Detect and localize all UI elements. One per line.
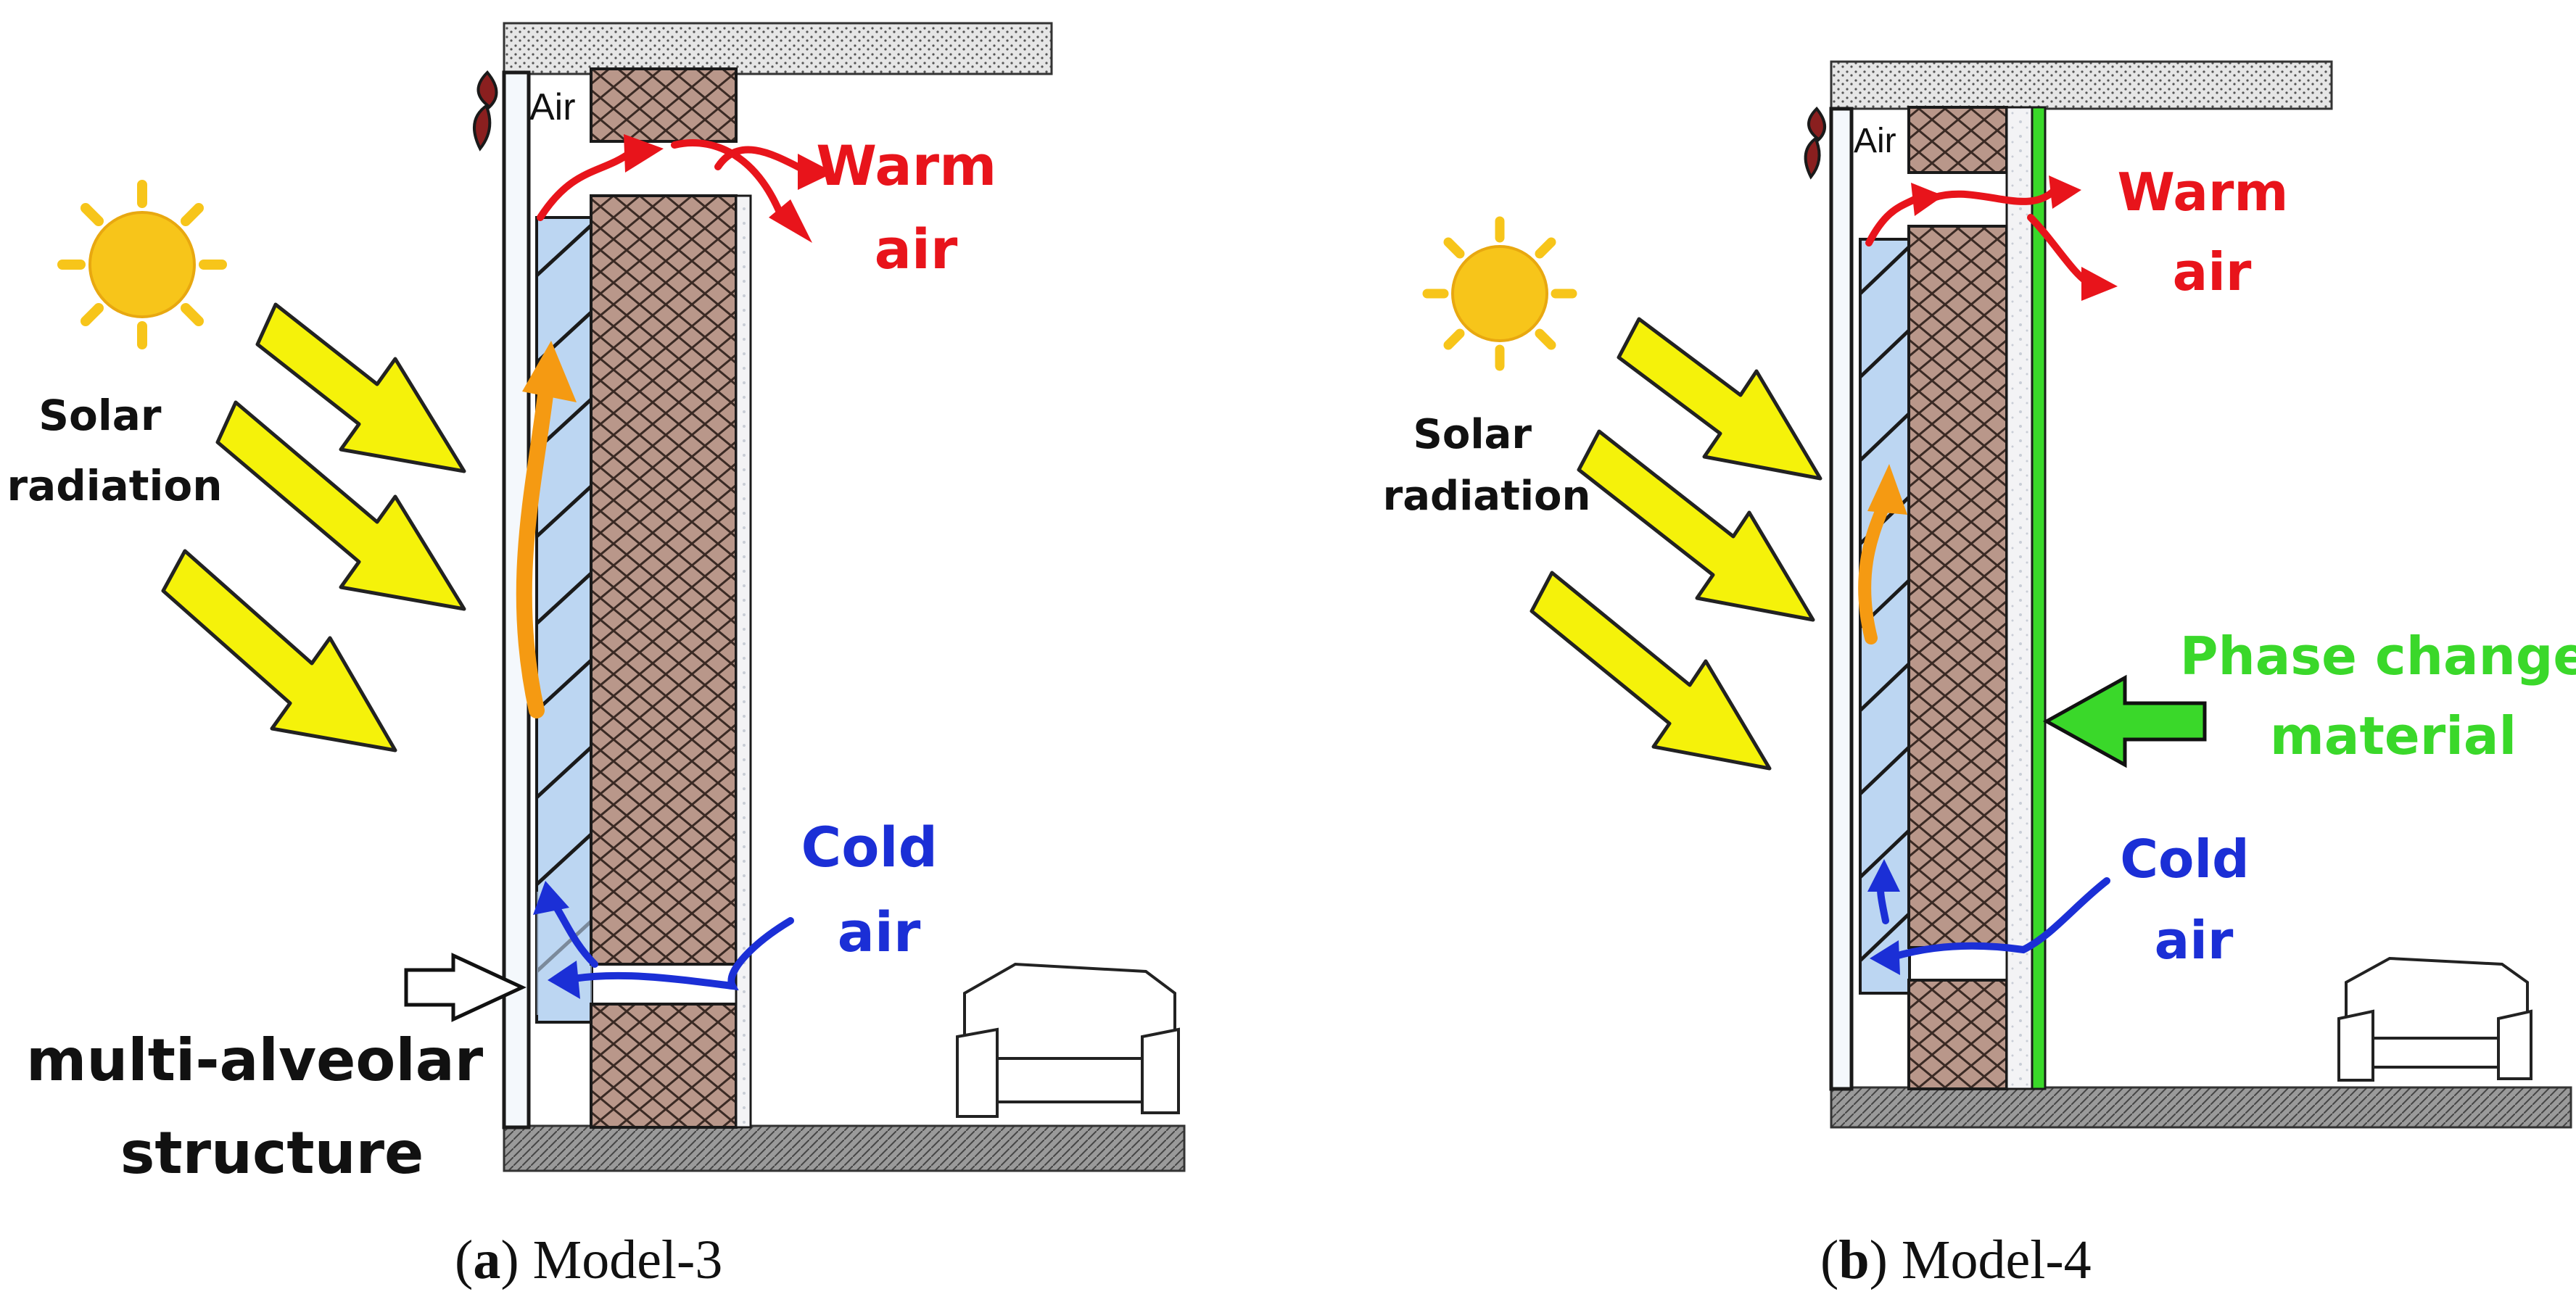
air-small-label: Air bbox=[529, 86, 576, 128]
pcm-layer bbox=[2031, 106, 2047, 1090]
solar-arrow-icon bbox=[215, 400, 466, 611]
panel-b: Air bbox=[1383, 60, 2576, 1290]
ceiling-slab bbox=[503, 22, 1053, 75]
sun-icon bbox=[57, 180, 227, 349]
solar-arrow-icon bbox=[1617, 317, 1822, 481]
solar-radiation-label: Solar radiation bbox=[1383, 411, 1591, 520]
warm-air-arrows bbox=[537, 139, 809, 225]
caption-b: (b) Model-4 bbox=[1820, 1230, 2092, 1290]
solar-arrow-icon bbox=[161, 549, 397, 753]
multi-alveolar-label: multi-alveolar structure bbox=[26, 1027, 503, 1187]
cold-air-label: Cold air bbox=[2120, 829, 2268, 971]
brick-wall-bottom bbox=[590, 1003, 738, 1129]
brick-wall-bottom bbox=[1907, 979, 2008, 1090]
panel-a: Air bbox=[7, 22, 1186, 1290]
vent-flap-icon bbox=[1804, 107, 1826, 180]
warm-air-label: Warm air bbox=[816, 133, 1016, 281]
glazing-layer bbox=[1829, 107, 1854, 1091]
solar-arrow-icon bbox=[1577, 429, 1815, 622]
sun-icon bbox=[1422, 216, 1577, 371]
solar-arrow-icon bbox=[1530, 571, 1772, 771]
air-small-label: Air bbox=[1854, 122, 1896, 160]
pointer-arrow-icon bbox=[404, 953, 527, 1022]
convection-arrow bbox=[1858, 464, 1907, 644]
brick-wall-main bbox=[1907, 225, 2008, 949]
ceiling-slab bbox=[1830, 60, 2333, 110]
vent-flap-icon bbox=[473, 70, 498, 152]
warm-air-label: Warm air bbox=[2117, 162, 2306, 302]
brick-wall-main bbox=[590, 194, 738, 966]
solar-arrow-icon bbox=[255, 302, 466, 473]
armchair-icon bbox=[956, 962, 1180, 1118]
pcm-label: Phase change material bbox=[2180, 626, 2576, 766]
plaster-layer bbox=[2005, 106, 2034, 1090]
caption-a: (a) Model-3 bbox=[455, 1230, 722, 1290]
brick-wall-top bbox=[1907, 106, 2008, 174]
brick-wall-top bbox=[590, 67, 738, 143]
plaster-layer bbox=[735, 194, 752, 1129]
solar-arrows bbox=[1530, 317, 1822, 771]
floor-slab bbox=[1830, 1086, 2572, 1129]
pcm-arrow-icon bbox=[2042, 674, 2207, 768]
armchair-icon bbox=[2337, 956, 2532, 1082]
convection-arrow bbox=[516, 341, 577, 718]
floor-slab bbox=[503, 1124, 1186, 1172]
cold-air-label: Cold air bbox=[801, 815, 957, 964]
solar-arrows bbox=[161, 302, 466, 753]
solar-radiation-label: Solar radiation bbox=[7, 391, 222, 510]
